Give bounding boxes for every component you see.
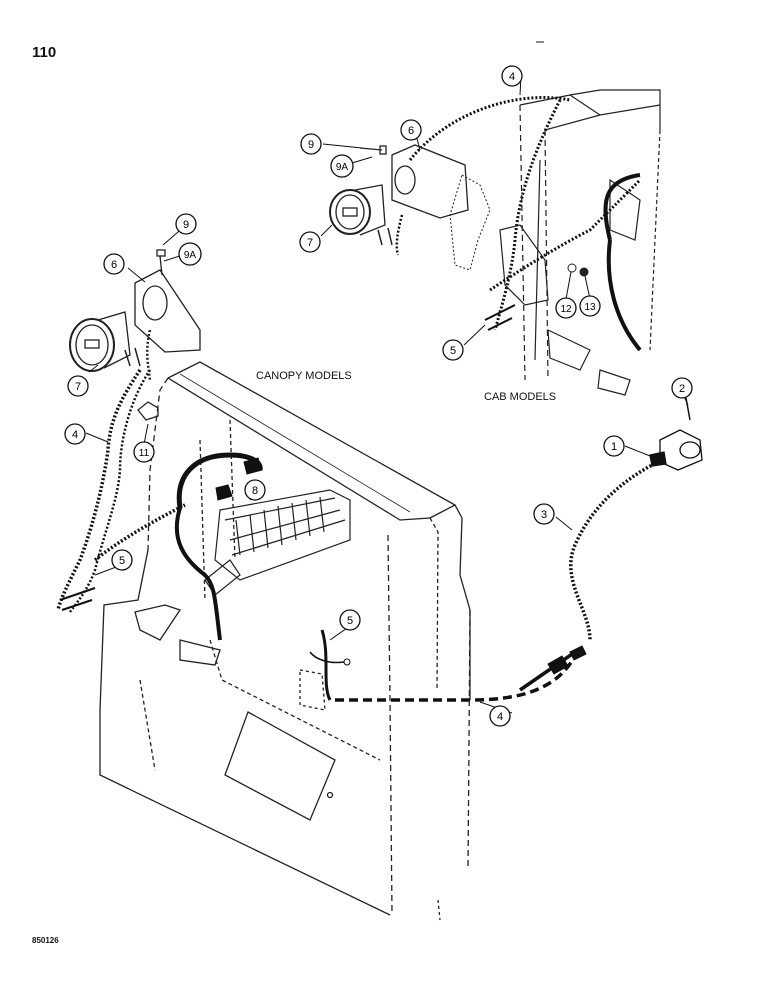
page-number: 110	[32, 44, 57, 61]
svg-text:8: 8	[252, 485, 258, 497]
callout-1: 1	[603, 435, 625, 457]
cab-hourmeter	[329, 144, 469, 246]
svg-text:6: 6	[408, 125, 414, 137]
callout-7-canopy: 7	[67, 375, 89, 397]
callout-7-cab: 7	[299, 231, 321, 253]
svg-text:2: 2	[679, 383, 685, 395]
svg-text:5: 5	[450, 345, 456, 357]
svg-text:9: 9	[308, 139, 314, 151]
svg-text:5: 5	[119, 555, 125, 567]
callout-5-canopy-left: 5	[111, 549, 133, 571]
fuse-block	[204, 489, 351, 596]
svg-text:4: 4	[497, 711, 503, 723]
callout-9-canopy: 9	[175, 213, 197, 235]
callouts: 1 2 3 4 4 4 5 5 5 6 6 7 7 8 9 9 9A 9A 11…	[64, 65, 693, 727]
canopy-models-label: CANOPY MODELS	[256, 370, 352, 382]
callout-6-canopy: 6	[103, 253, 125, 275]
callout-13: 13	[579, 295, 601, 317]
cab-harness	[395, 96, 642, 352]
svg-text:13: 13	[584, 302, 596, 313]
svg-text:4: 4	[509, 71, 515, 83]
svg-text:7: 7	[75, 381, 81, 393]
canopy-harness	[56, 369, 587, 702]
callout-9a-canopy: 9A	[178, 242, 202, 266]
callout-11: 11	[133, 441, 155, 463]
callout-3: 3	[533, 503, 555, 525]
callout-8: 8	[244, 479, 266, 501]
svg-text:9A: 9A	[184, 250, 197, 261]
svg-text:4: 4	[72, 429, 78, 441]
canopy-hourmeter	[69, 249, 201, 381]
svg-text:6: 6	[111, 259, 117, 271]
callout-6-cab: 6	[400, 119, 422, 141]
callout-5-canopy-right: 5	[339, 609, 361, 631]
clip-part	[137, 401, 159, 421]
svg-text:7: 7	[307, 237, 313, 249]
key-switch-assembly	[569, 397, 703, 641]
cab-hardware	[567, 263, 589, 277]
callout-9-cab: 9	[300, 133, 322, 155]
svg-text:11: 11	[139, 448, 150, 459]
callout-4-cab: 4	[501, 65, 523, 87]
canopy-panel	[99, 361, 471, 921]
callout-9a-cab: 9A	[330, 154, 354, 178]
callout-4-harness: 4	[489, 705, 511, 727]
leader-lines	[85, 75, 689, 714]
svg-text:9: 9	[183, 219, 189, 231]
svg-text:12: 12	[560, 304, 572, 315]
svg-text:1: 1	[611, 441, 617, 453]
cab-models-label: CAB MODELS	[484, 391, 557, 403]
callout-4-canopy: 4	[64, 423, 86, 445]
cab-panel	[449, 89, 661, 396]
callout-2: 2	[671, 377, 693, 399]
callout-12: 12	[555, 297, 577, 319]
svg-text:3: 3	[541, 509, 547, 521]
svg-text:9A: 9A	[336, 162, 349, 173]
figure-code: 850126	[32, 936, 59, 945]
svg-text:5: 5	[347, 615, 353, 627]
callout-5-cab: 5	[442, 339, 464, 361]
